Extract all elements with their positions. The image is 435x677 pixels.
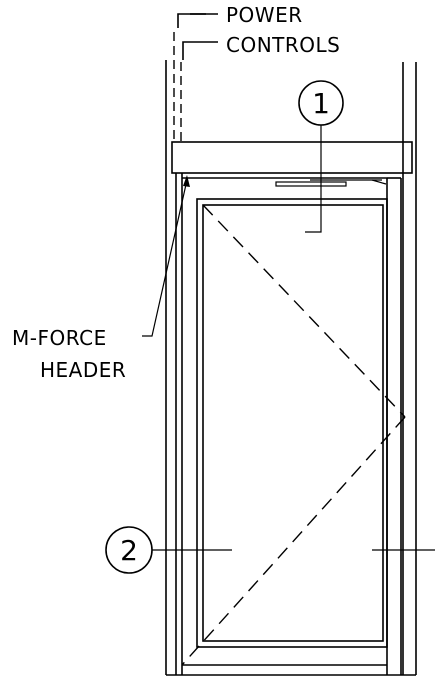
- threshold: [166, 664, 416, 676]
- controls-label: CONTROLS: [226, 33, 340, 57]
- m-force-leader: [142, 175, 190, 337]
- door-leaf: [196, 198, 388, 648]
- power-label: POWER: [226, 3, 303, 27]
- callout-1-number: 1: [312, 87, 330, 120]
- callout-2-number: 2: [120, 534, 138, 567]
- door-swing-lines: [181, 204, 406, 666]
- operator-arm: [275, 179, 387, 187]
- m-force-header-bar: [171, 141, 413, 174]
- power-controls-leader: [173, 13, 218, 142]
- right-wall: [402, 62, 417, 675]
- callout-1: [298, 80, 344, 233]
- m-force-label: M-FORCE: [12, 326, 107, 350]
- callout-2: [105, 526, 435, 574]
- door-frame: [175, 173, 402, 675]
- header-label: HEADER: [40, 358, 126, 382]
